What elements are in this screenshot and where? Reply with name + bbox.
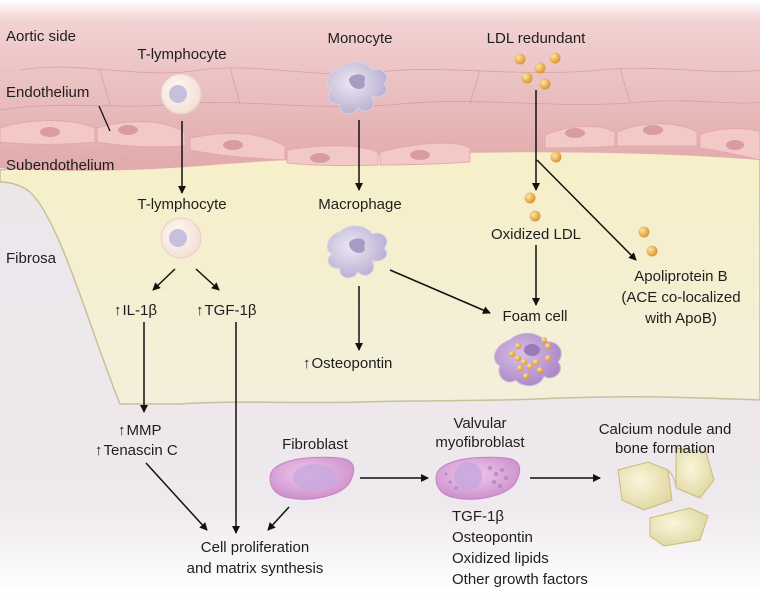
- lipid-droplet: [533, 359, 539, 365]
- label-macrophage: Macrophage: [318, 196, 402, 213]
- label-il1b: IL-1β: [114, 302, 157, 320]
- lipid-droplet: [646, 245, 658, 257]
- lipid-droplet: [524, 192, 536, 204]
- label-fibroblast: Fibroblast: [282, 436, 348, 453]
- lipid-droplet: [521, 359, 527, 365]
- calcium-line-1: Calcium nodule and: [598, 421, 732, 438]
- calcium-line-2: bone formation: [614, 440, 716, 457]
- lipid-droplet: [509, 351, 515, 357]
- foam-cell: [494, 333, 562, 386]
- t-lymphocyte-mid-cell: [160, 217, 202, 259]
- label-oxidized-ldl: Oxidized LDL: [490, 226, 582, 243]
- monocyte-cell: [327, 61, 388, 115]
- lipid-droplet: [529, 210, 541, 222]
- proliferation-line-1: Cell proliferation: [200, 539, 310, 556]
- valvular-myofibroblast-cell: [435, 456, 521, 500]
- arrow-ldl-apob: [536, 159, 637, 261]
- lipid-droplet: [537, 367, 543, 373]
- label-tenascin-c: Tenascin C: [95, 442, 178, 460]
- label-foam-cell: Foam cell: [502, 308, 568, 325]
- arrow-fibroblast-proliferation: [267, 506, 290, 531]
- factor-oxidized-lipids: Oxidized lipids: [452, 550, 549, 567]
- region-label-fibrosa: Fibrosa: [6, 250, 57, 267]
- label-cell-proliferation: Cell proliferation and matrix synthesis: [160, 537, 350, 579]
- endothelial-cells: [0, 120, 760, 167]
- apob-line-1: Apoliprotein B: [634, 268, 728, 285]
- label-myofibroblast-factors: TGF-1β Osteopontin Oxidized lipids Other…: [452, 506, 588, 590]
- factor-tgf1b: TGF-1β: [452, 508, 504, 525]
- label-t-lymphocyte-top: T-lymphocyte: [137, 46, 227, 63]
- myofibroblast-line-1: Valvular: [453, 415, 507, 432]
- label-mmp: MMP: [118, 422, 162, 440]
- pathway-arrows: [140, 90, 637, 534]
- lipid-droplet: [539, 78, 551, 90]
- lipid-droplet: [541, 337, 547, 343]
- region-label-endothelium: Endothelium: [6, 84, 90, 101]
- lipid-droplet: [545, 343, 551, 349]
- lipid-droplet: [515, 355, 521, 361]
- lipid-droplet: [514, 53, 526, 65]
- arrow-tcell-il1b: [152, 268, 176, 291]
- lipid-droplet: [534, 62, 546, 74]
- region-label-subendothelium: Subendothelium: [6, 157, 115, 174]
- proliferation-line-2: and matrix synthesis: [186, 560, 324, 577]
- arrow-tcell-tgf: [195, 268, 220, 291]
- lipid-droplet: [517, 365, 523, 371]
- macrophage-cell: [327, 225, 388, 279]
- label-monocyte: Monocyte: [327, 30, 393, 47]
- apob-line-3: with ApoB): [645, 310, 717, 327]
- endothelium-leader-line: [98, 105, 111, 132]
- label-tgf1b: TGF-1β: [196, 302, 257, 320]
- lipid-droplet: [550, 151, 562, 163]
- apob-line-2: (ACE co-localized: [621, 289, 741, 306]
- arrow-mmp-proliferation: [145, 462, 208, 531]
- fibroblast-cell: [269, 456, 355, 500]
- lipid-droplet: [527, 363, 533, 369]
- region-label-aortic-side: Aortic side: [6, 28, 77, 45]
- myofibroblast-line-2: myofibroblast: [435, 434, 525, 451]
- label-valvular-myofibroblast: Valvular myofibroblast: [420, 414, 540, 452]
- foam-lipid-droplets: [509, 337, 551, 379]
- arrow-macrophage-foam: [389, 269, 491, 314]
- label-calcium-nodule: Calcium nodule and bone formation: [570, 420, 760, 458]
- label-ldl-redundant: LDL redundant: [486, 30, 586, 47]
- lipid-droplet: [638, 226, 650, 238]
- ldl-particles: [514, 52, 658, 257]
- lipid-droplet: [549, 52, 561, 64]
- calcium-nodule-bone: [617, 447, 715, 547]
- lipid-droplet: [523, 373, 529, 379]
- factor-other-growth: Other growth factors: [452, 571, 588, 588]
- t-lymphocyte-top-cell: [160, 73, 202, 115]
- label-osteopontin: Osteopontin: [303, 355, 393, 373]
- lipid-droplet: [545, 355, 551, 361]
- label-t-lymphocyte-mid: T-lymphocyte: [137, 196, 227, 213]
- factor-osteopontin: Osteopontin: [452, 529, 533, 546]
- lipid-droplet: [515, 343, 521, 349]
- lipid-droplet: [521, 72, 533, 84]
- label-apolipoprotein-b: Apoliprotein B (ACE co-localized with Ap…: [606, 266, 756, 329]
